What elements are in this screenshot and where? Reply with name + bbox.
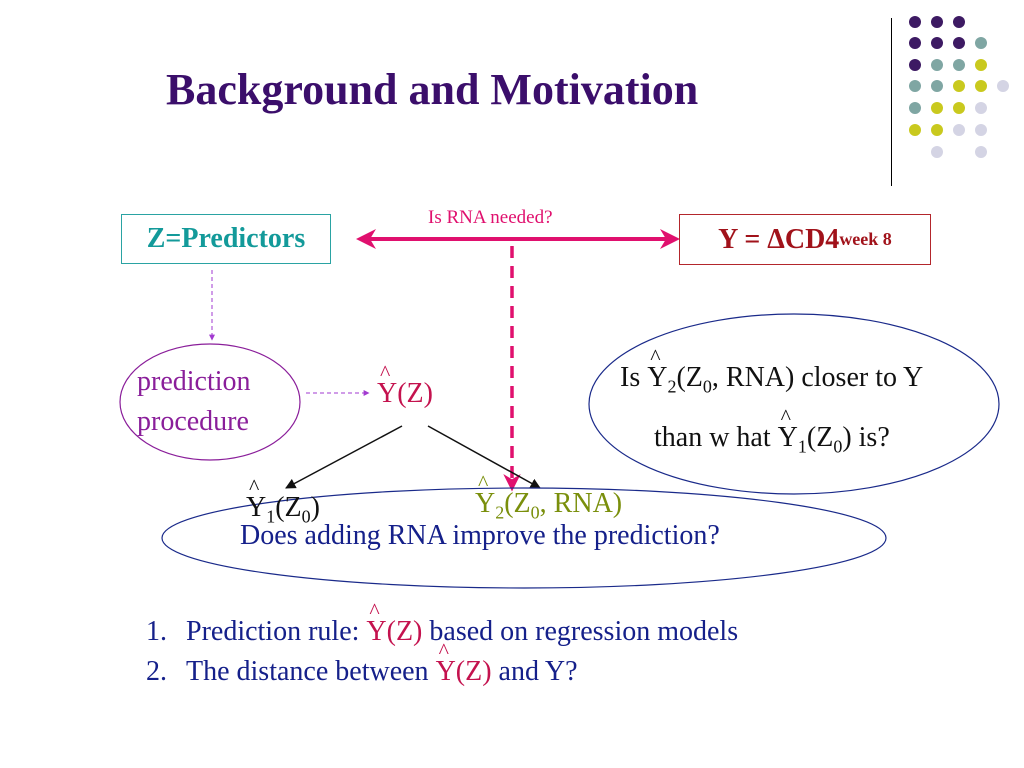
c2-rest: ) is?	[842, 422, 890, 453]
list-text: Prediction rule:	[186, 616, 367, 647]
dot	[975, 59, 987, 71]
y1-args-sub: 0	[301, 506, 311, 527]
dot	[953, 102, 965, 114]
list-math: Y(Z)	[366, 598, 422, 648]
dot	[975, 37, 987, 49]
c1-args: (Z	[676, 362, 703, 393]
dot	[975, 146, 987, 158]
y1-sub: 1	[266, 506, 276, 527]
comparison-ellipse	[588, 313, 1000, 495]
y-hat-z: Y(Z)	[377, 360, 433, 410]
dot	[909, 80, 921, 92]
list-text: The distance between	[186, 656, 436, 687]
dot	[931, 102, 943, 114]
question-ellipse	[161, 487, 887, 589]
c2-args-sub: 0	[833, 436, 843, 457]
y2-args-sub: 0	[530, 502, 540, 523]
comparison-line-2: than w hat Y1(Z0) is?	[654, 404, 890, 458]
dot	[953, 16, 965, 28]
decorative-dot-grid	[909, 16, 1009, 158]
dot	[909, 124, 921, 136]
y2-args: (Z	[504, 488, 531, 519]
procedure-line-1: prediction	[137, 366, 251, 397]
dot	[931, 146, 943, 158]
c1-a: Is	[620, 362, 648, 393]
list-number: 1.	[146, 616, 167, 647]
dot	[931, 59, 943, 71]
improvement-question: Does adding RNA improve the prediction?	[240, 520, 720, 551]
list-math: Y(Z)	[436, 638, 492, 688]
list-item: 2. The distance between Y(Z) and Y?	[146, 638, 578, 688]
dot	[975, 102, 987, 114]
dot	[909, 102, 921, 114]
dot	[975, 80, 987, 92]
predictors-box: Z=Predictors	[121, 214, 331, 264]
c1-args-sub: 0	[702, 376, 712, 397]
c1-y: Y	[647, 344, 667, 394]
c2-args: (Z	[806, 422, 834, 453]
dot	[909, 59, 921, 71]
dot	[953, 59, 965, 71]
y2-sub: 2	[495, 502, 505, 523]
comparison-line-1: Is Y2(Z0, RNA) closer to Y	[620, 344, 924, 398]
slide-title: Background and Motivation	[166, 65, 699, 114]
dot	[931, 80, 943, 92]
y1-base: Y	[246, 474, 266, 524]
c1-rest: , RNA) closer to Y	[711, 362, 924, 393]
c1-sub: 2	[667, 376, 677, 397]
dot	[997, 80, 1009, 92]
y-hat-z-expr: Y(Z)	[377, 360, 433, 410]
dot	[953, 80, 965, 92]
y1-hat-expression: Y1(Z0)	[246, 474, 320, 528]
list-item: 1. Prediction rule: Y(Z) based on regress…	[146, 598, 739, 648]
c2-sub: 1	[797, 436, 807, 457]
c2-a: than w hat	[654, 422, 778, 453]
list-number: 2.	[146, 656, 167, 687]
dot	[931, 16, 943, 28]
dot	[909, 16, 921, 28]
rna-needed-label: Is RNA needed?	[428, 207, 553, 228]
dot	[931, 37, 943, 49]
y2-close: , RNA)	[539, 488, 623, 519]
dot	[975, 124, 987, 136]
dot	[909, 37, 921, 49]
procedure-ellipse	[119, 343, 301, 461]
dot	[953, 124, 965, 136]
branch-right-arrow	[427, 425, 541, 489]
y2-hat-expression: Y2(Z0, RNA)	[475, 470, 623, 524]
y1-args: (Z	[275, 492, 302, 523]
dot	[931, 124, 943, 136]
decorative-divider	[891, 18, 892, 186]
outcome-subscript: week 8	[839, 229, 892, 249]
prediction-procedure-label: prediction procedure	[137, 362, 287, 442]
dot	[953, 37, 965, 49]
branch-left-arrow	[285, 425, 403, 489]
outcome-label: Y = ΔCD4	[718, 223, 840, 255]
procedure-line-2: procedure	[137, 406, 249, 437]
y1-close: )	[310, 492, 320, 523]
y2-base: Y	[475, 470, 495, 520]
c2-y: Y	[778, 404, 798, 454]
list-text-post: and Y?	[491, 656, 578, 687]
list-text-post: based on regression models	[422, 616, 739, 647]
